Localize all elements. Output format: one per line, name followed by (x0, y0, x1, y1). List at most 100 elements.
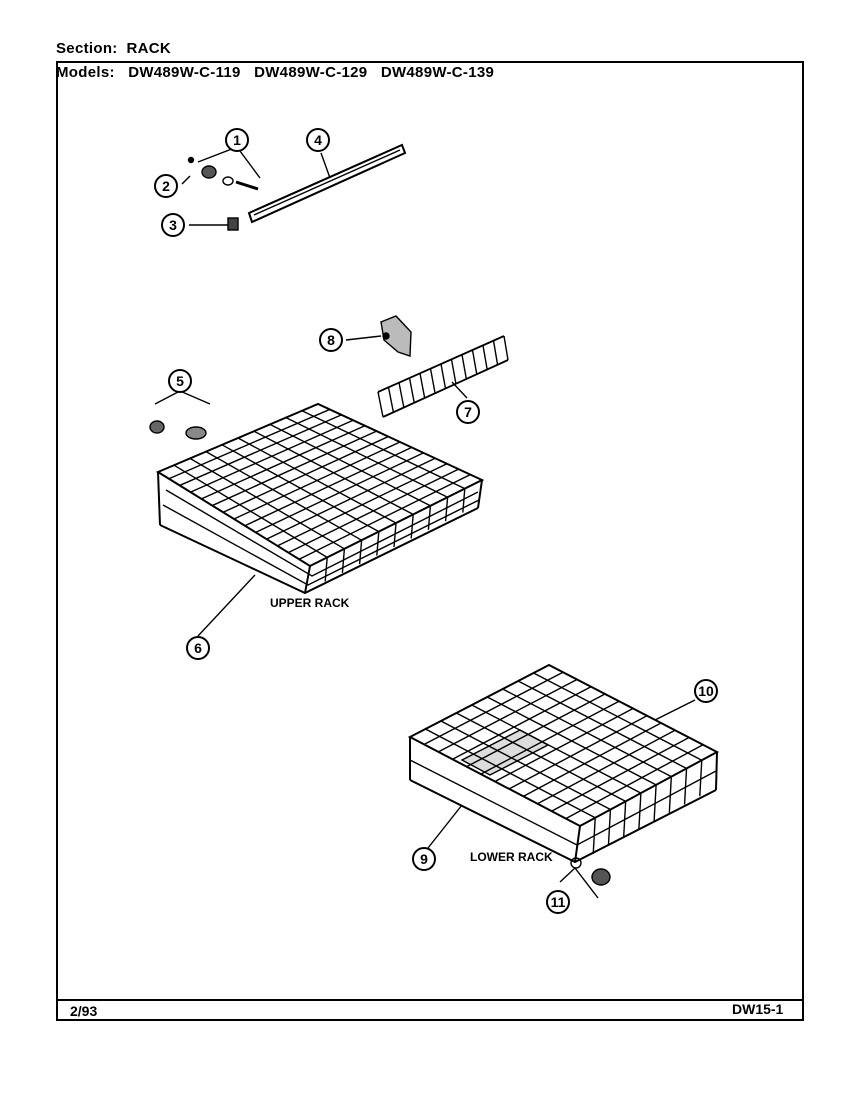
callout-number: 8 (327, 332, 335, 348)
callout-5: 5 (168, 369, 192, 393)
callout-9: 9 (412, 847, 436, 871)
lower-rack-label: LOWER RACK (470, 850, 553, 864)
rack-wire (699, 760, 703, 797)
callout-7: 7 (456, 400, 480, 424)
callout-number: 11 (551, 894, 566, 910)
bracket-part (345, 315, 412, 357)
rack-wire (205, 450, 362, 541)
rack-stop-part (149, 390, 211, 440)
rack-wire (517, 680, 687, 770)
callout-number: 1 (233, 132, 241, 148)
rack-rail-part (247, 143, 407, 224)
lower-rack-part (407, 663, 720, 864)
rack-wire (480, 700, 620, 775)
rack-wire (324, 557, 328, 582)
rack-wire (486, 696, 657, 786)
callout-number: 7 (464, 404, 472, 420)
tine-slat (492, 340, 499, 365)
callout-8: 8 (319, 328, 343, 352)
callout-circle (186, 636, 210, 660)
callout-number: 6 (194, 640, 202, 656)
tine-slat (440, 363, 447, 389)
rack-wire (551, 736, 690, 812)
roller-hardware-part (181, 146, 261, 191)
model-number: DW489W-C-129 (254, 64, 368, 81)
diagram-frame (56, 61, 804, 1021)
callout-6: 6 (186, 636, 210, 660)
rack-wire (358, 540, 363, 565)
tine-row-part (377, 335, 509, 418)
models-label: Models: (56, 64, 115, 81)
rack-wire (452, 686, 592, 760)
rack-wire (253, 430, 414, 516)
rack-wire (638, 793, 642, 830)
rack-wire (425, 728, 596, 819)
callout-11: 11 (546, 890, 570, 914)
rack-wire (410, 514, 414, 539)
rack-wire (341, 548, 346, 573)
rack-wire (444, 497, 449, 522)
model-number: DW489W-C-139 (380, 64, 495, 81)
model-number: DW489W-C-119 (128, 64, 241, 81)
rack-wire (237, 437, 397, 524)
tine-slat (398, 382, 405, 408)
upper-rack-part (155, 402, 485, 637)
callout-circle (161, 213, 185, 237)
models-heading: Models: DW489W-C-119 DW489W-C-129 DW489W… (56, 64, 494, 81)
section-heading: Section: RACK (56, 40, 171, 57)
callout-circle (225, 128, 249, 152)
rack-wire (221, 444, 380, 533)
page-code: DW15-1 (732, 1001, 784, 1017)
callout-number: 2 (162, 178, 170, 194)
rack-wire (393, 522, 397, 548)
rack-wire (427, 505, 432, 530)
callout-group: 1 2 3 4 5 6 7 8 9 10 11 (154, 128, 718, 914)
callout-number: 4 (314, 132, 322, 148)
section-label: Section: (56, 40, 118, 57)
rack-wire (189, 457, 345, 550)
callout-1: 1 (225, 128, 249, 152)
callout-3: 3 (161, 213, 185, 237)
rack-wire (456, 712, 626, 802)
callout-circle (694, 679, 718, 703)
rack-wire (494, 707, 634, 783)
callout-10: 10 (694, 679, 718, 703)
rack-wire (533, 672, 703, 761)
rack-wire (471, 704, 642, 794)
footer-divider (56, 999, 804, 1001)
rack-wire (466, 693, 606, 768)
tine-slat (408, 377, 415, 403)
rack-wire (173, 464, 328, 558)
callout-circle (319, 328, 343, 352)
rack-wire (565, 744, 704, 820)
callout-circle (412, 847, 436, 871)
callout-circle (546, 890, 570, 914)
callout-circle (306, 128, 330, 152)
callout-circle (456, 400, 480, 424)
rack-wire (508, 715, 648, 790)
tine-slat (471, 349, 478, 375)
callout-number: 3 (169, 217, 177, 233)
tine-slat (387, 387, 395, 413)
tine-slat (377, 391, 384, 418)
rack-wire (653, 784, 657, 821)
lower-roller-part (559, 857, 611, 899)
rack-wire (683, 768, 688, 805)
rack-wire (462, 488, 466, 513)
rack-wire (376, 531, 380, 556)
callout-number: 10 (698, 683, 714, 699)
rack-wire (423, 671, 564, 746)
rack-wire (285, 416, 448, 498)
callout-4: 4 (306, 128, 330, 152)
callout-number: 5 (176, 373, 184, 389)
rack-wire (622, 801, 627, 838)
rack-wire (440, 720, 611, 811)
rack-wire (301, 410, 466, 490)
clip-part (189, 217, 239, 231)
tine-slat (419, 373, 426, 399)
tine-slat (450, 359, 457, 384)
callout-circle (168, 369, 192, 393)
rack-wire (537, 729, 676, 805)
upper-rack-label: UPPER RACK (270, 596, 350, 610)
